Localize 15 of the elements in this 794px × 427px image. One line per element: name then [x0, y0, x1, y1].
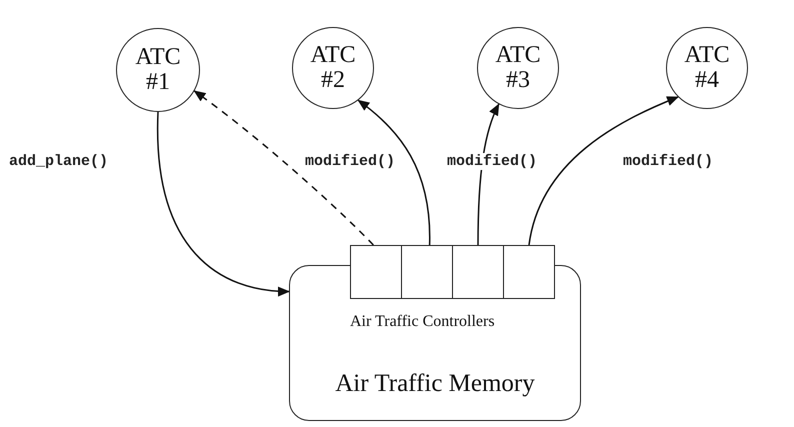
slot-box [401, 245, 453, 299]
arrow [528, 96, 679, 246]
slots-caption: Air Traffic Controllers [350, 313, 495, 331]
slot-box [503, 245, 555, 299]
arrow [477, 103, 500, 245]
node-label: ATC #4 [683, 42, 731, 94]
node-label: ATC #3 [494, 42, 542, 94]
arrow [357, 100, 430, 245]
node-label: ATC #1 [134, 44, 182, 96]
arrow [157, 112, 290, 296]
node-label: ATC #2 [309, 42, 357, 94]
arrow [194, 90, 374, 246]
panel-title: Air Traffic Memory [335, 370, 535, 398]
slot-box [350, 245, 402, 299]
slot-box [452, 245, 504, 299]
